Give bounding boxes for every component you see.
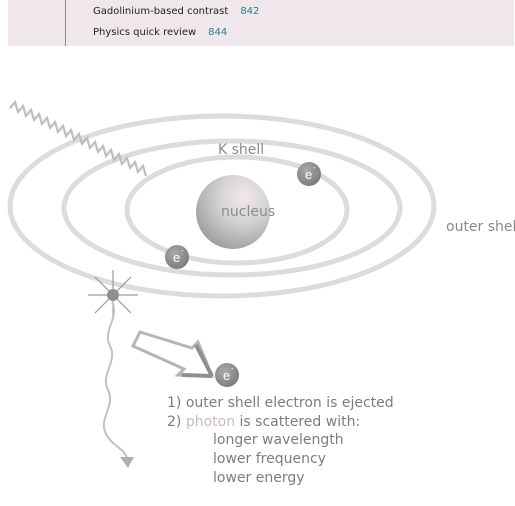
ejection-arrow-tip: [194, 344, 214, 377]
svg-text:-: -: [231, 364, 234, 373]
caption-photon-word: photon: [185, 414, 236, 430]
caption-item-frequency: lower frequency: [213, 451, 326, 467]
outer-shell-label: outer shell: [446, 219, 515, 235]
toc-item-label: Gadolinium-based contrast: [93, 6, 229, 17]
toc-item-gadolinium[interactable]: Gadolinium-based contrast 842: [93, 6, 259, 17]
toc-item-page: 844: [208, 27, 228, 38]
table-of-contents: Gadolinium-based contrast 842 Physics qui…: [8, 0, 514, 46]
outer-shell: [61, 138, 403, 278]
k-shell-label: K shell: [218, 142, 265, 158]
toc-item-label: Physics quick review: [93, 27, 197, 38]
toc-divider: [65, 0, 66, 46]
svg-text:e: e: [223, 368, 230, 383]
incident-photon-wave: [9, 99, 148, 177]
caption-scattered-text: is scattered with:: [235, 414, 361, 430]
caption-ejected-text: 1) outer shell electron is ejected: [167, 395, 394, 411]
nucleus-label: nucleus: [221, 204, 276, 220]
ejection-arrow-tip: [181, 373, 213, 378]
svg-text:e: e: [173, 250, 180, 265]
svg-text:e: e: [305, 167, 312, 182]
caption-line-1: 1) outer shell electron is ejected: [167, 394, 394, 413]
caption-item-wavelength: longer wavelength: [213, 432, 344, 448]
nucleus: [196, 175, 270, 249]
caption-line-2: 2) photon is scattered with:: [167, 413, 360, 432]
caption-prefix: 2): [167, 414, 186, 430]
caption-item-energy: lower energy: [213, 470, 305, 486]
toc-item-page: 842: [240, 6, 260, 17]
scattered-photon-wave: [103, 301, 128, 459]
outermost-shell: [7, 113, 437, 299]
collision-star: [88, 270, 138, 320]
scattered-photon-arrowhead: [120, 457, 134, 468]
k-shell: [124, 154, 350, 266]
toc-item-physics[interactable]: Physics quick review 844: [93, 27, 227, 38]
electron-k-shell-left: e -: [165, 245, 189, 269]
svg-text:-: -: [181, 246, 184, 255]
electron-ejected: e -: [215, 363, 239, 387]
svg-text:-: -: [313, 163, 316, 172]
electron-k-shell-top: e -: [297, 162, 321, 186]
